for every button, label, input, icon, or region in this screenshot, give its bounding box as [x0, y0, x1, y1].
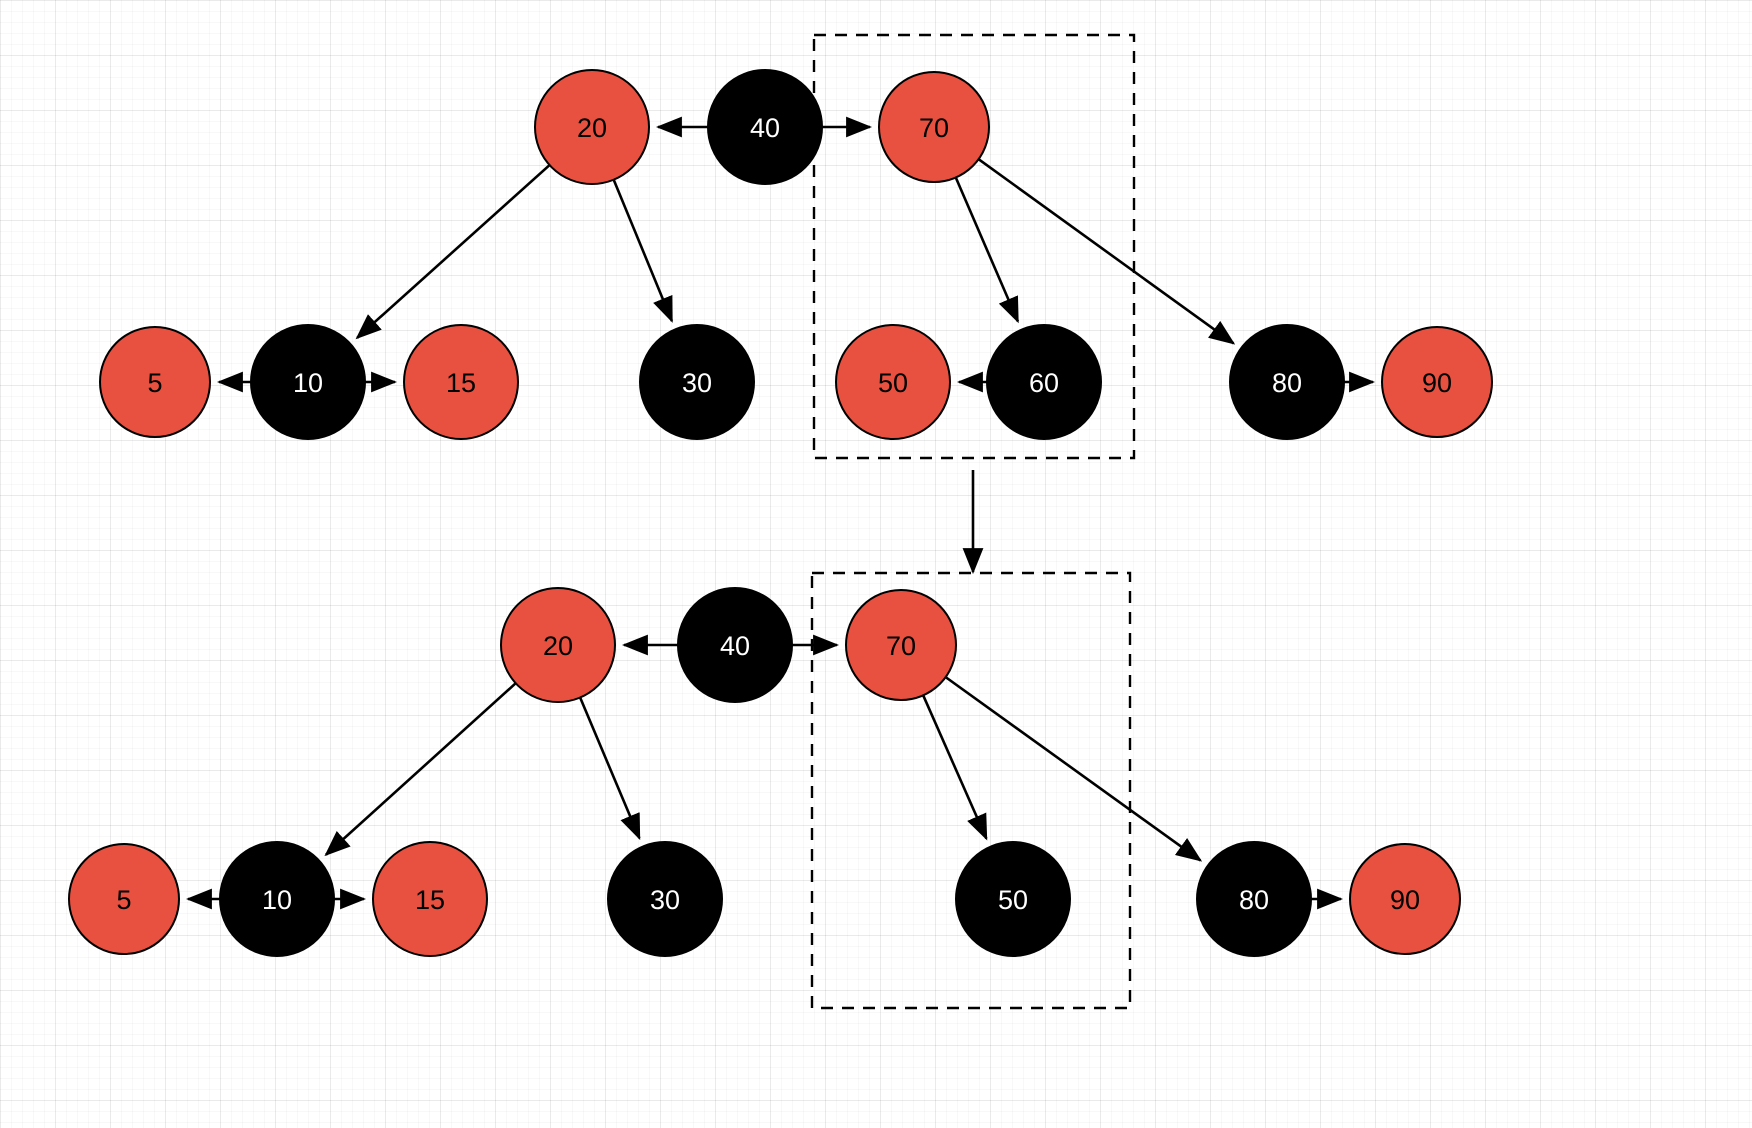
- node-circle-70[interactable]: [845, 589, 957, 701]
- tree-node-70-after[interactable]: 70: [845, 589, 957, 701]
- node-circle-80[interactable]: [1196, 841, 1312, 957]
- node-circle-80[interactable]: [1229, 324, 1345, 440]
- tree-node-40-after[interactable]: 40: [677, 587, 793, 703]
- node-circle-70[interactable]: [878, 71, 990, 183]
- tree-node-90-after[interactable]: 90: [1349, 843, 1461, 955]
- edge-m20-to-m30: [578, 697, 641, 841]
- edge-n20-to-n10: [355, 164, 551, 340]
- highlight-boxes-layer: [810, 33, 1136, 1010]
- tree-node-20-after[interactable]: 20: [500, 587, 616, 703]
- node-circle-90[interactable]: [1349, 843, 1461, 955]
- tree-node-5-before[interactable]: 5: [99, 326, 211, 438]
- tree-node-30-after[interactable]: 30: [607, 841, 723, 957]
- node-circle-30[interactable]: [607, 841, 723, 957]
- node-circle-90[interactable]: [1381, 326, 1493, 438]
- edge-m70-to-m80: [944, 676, 1203, 862]
- node-circle-20[interactable]: [500, 587, 616, 703]
- tree-node-50-after[interactable]: 50: [955, 841, 1071, 957]
- tree-node-10-before[interactable]: 10: [250, 324, 366, 440]
- edge-n70-to-n80: [977, 158, 1236, 345]
- tree-node-10-after[interactable]: 10: [219, 841, 335, 957]
- node-circle-40[interactable]: [707, 69, 823, 185]
- tree-node-70-before[interactable]: 70: [878, 71, 990, 183]
- node-circle-10[interactable]: [250, 324, 366, 440]
- node-circle-30[interactable]: [639, 324, 755, 440]
- edge-n70-to-n60: [954, 176, 1020, 324]
- tree-node-5-after[interactable]: 5: [68, 843, 180, 955]
- node-circle-10[interactable]: [219, 841, 335, 957]
- highlight-region-before: [812, 33, 1136, 460]
- edge-m70-to-m50: [922, 694, 988, 841]
- edge-n20-to-n30: [612, 179, 674, 323]
- node-circle-50[interactable]: [955, 841, 1071, 957]
- node-circle-15[interactable]: [403, 324, 519, 440]
- node-circle-40[interactable]: [677, 587, 793, 703]
- node-circle-5[interactable]: [99, 326, 211, 438]
- tree-node-50-before[interactable]: 50: [835, 324, 951, 440]
- node-circle-50[interactable]: [835, 324, 951, 440]
- highlight-region-after: [810, 571, 1132, 1010]
- tree-node-80-before[interactable]: 80: [1229, 324, 1345, 440]
- nodes-layer: 40 20 70 10 5 15 30 50 60 80 90 40 20 70 10 5 15 30 50 80 90: [68, 69, 1493, 957]
- tree-node-15-after[interactable]: 15: [372, 841, 488, 957]
- tree-node-90-before[interactable]: 90: [1381, 326, 1493, 438]
- node-circle-15[interactable]: [372, 841, 488, 957]
- edge-m20-to-m10: [324, 682, 517, 857]
- node-circle-60[interactable]: [986, 324, 1102, 440]
- node-circle-20[interactable]: [534, 69, 650, 185]
- node-circle-5[interactable]: [68, 843, 180, 955]
- tree-node-80-after[interactable]: 80: [1196, 841, 1312, 957]
- tree-node-15-before[interactable]: 15: [403, 324, 519, 440]
- tree-node-60-before[interactable]: 60: [986, 324, 1102, 440]
- edges-layer: [185, 116, 1376, 910]
- tree-node-20-before[interactable]: 20: [534, 69, 650, 185]
- tree-node-30-before[interactable]: 30: [639, 324, 755, 440]
- tree-node-40-before[interactable]: 40: [707, 69, 823, 185]
